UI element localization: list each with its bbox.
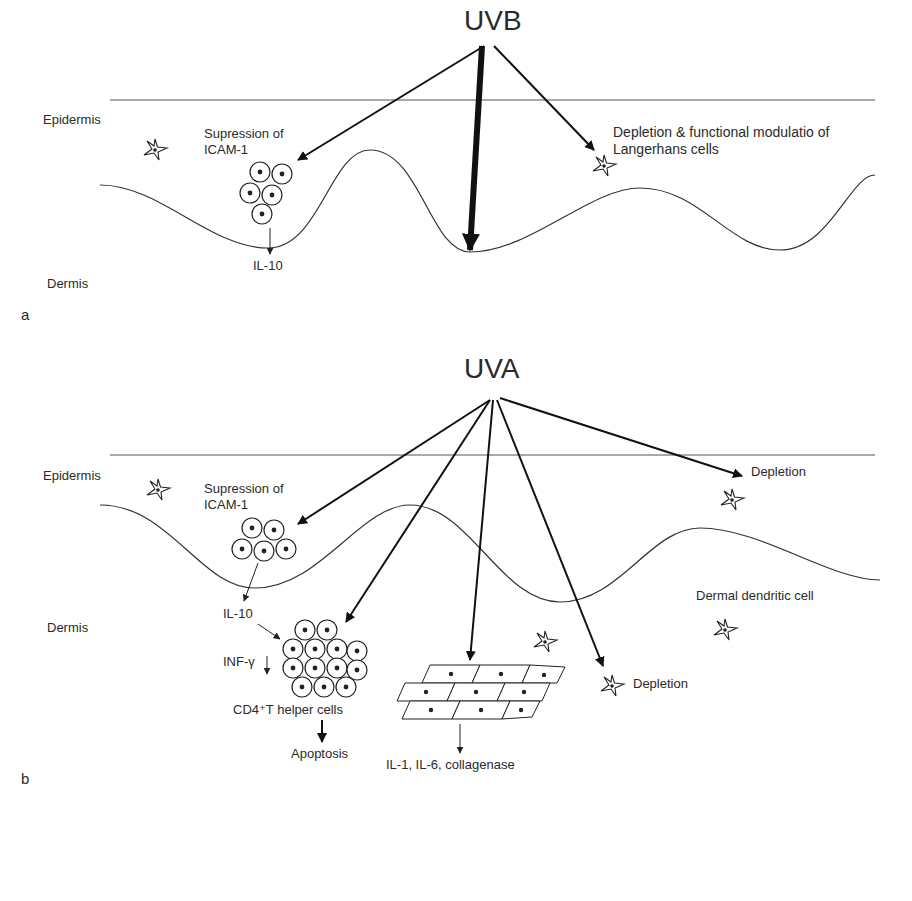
panel-letter: a [20, 306, 30, 324]
langerhans-cell [593, 155, 616, 176]
uv-thick-arrow [470, 46, 482, 250]
annotation: Depletion [632, 676, 689, 692]
panel-letter: b [20, 770, 30, 788]
langerhans-cell [147, 479, 170, 500]
keratinocyte-cluster [240, 162, 292, 224]
langerhans-cell [721, 489, 744, 510]
secretion-arrow [244, 563, 258, 601]
cytokine-label: IL-10 [222, 606, 254, 622]
langerhans-cell [144, 139, 167, 160]
panel-b [100, 398, 880, 753]
dermal-dendritic-cell [534, 631, 557, 652]
uv-arrow [298, 46, 484, 160]
secretion-arrow [460, 724, 461, 753]
decrease-arrow [267, 656, 268, 674]
layer-label: Dermis [46, 276, 89, 292]
t-cell-cluster [283, 620, 367, 697]
cell-label: CD4⁺T helper cells [232, 702, 344, 718]
uv-arrow [470, 400, 493, 660]
layer-label: Epidermis [42, 468, 102, 484]
secretion-arrow [270, 228, 271, 254]
keratinocyte-cluster [232, 518, 296, 561]
cytokine-label: IL-10 [252, 258, 284, 274]
cytokine-label: IL-1, IL-6, collagenase [385, 757, 516, 773]
dermal-dendritic-cell [714, 619, 737, 640]
dermal-dendritic-cell [601, 675, 624, 696]
layer-label: Dermis [46, 620, 89, 636]
radiation-label: UVB [463, 4, 523, 38]
annotation: Supression of ICAM-1 [203, 126, 297, 158]
uv-arrow [497, 400, 603, 666]
annotation: Depletion & functional modulatio of Lang… [612, 124, 854, 158]
cell-label: Dermal dendritic cell [695, 588, 815, 604]
dermo-epidermal-junction [100, 150, 875, 252]
skin-surface [110, 455, 875, 456]
uv-arrow [346, 400, 490, 622]
uv-arrow [500, 398, 742, 476]
layer-label: Epidermis [42, 112, 102, 128]
uv-arrow [298, 400, 490, 524]
annotation: Supression of ICAM-1 [203, 481, 297, 513]
annotation: Depletion [750, 464, 807, 480]
apoptosis-arrow [321, 720, 323, 742]
signal-arrow [258, 624, 280, 639]
uv-arrow [494, 46, 594, 150]
fibroblast-sheet [397, 665, 565, 719]
annotation: Apoptosis [290, 746, 349, 762]
radiation-label: UVA [463, 352, 521, 386]
skin-surface [110, 100, 875, 101]
cytokine-label: INF-γ [222, 654, 256, 670]
panel-a [100, 46, 875, 254]
